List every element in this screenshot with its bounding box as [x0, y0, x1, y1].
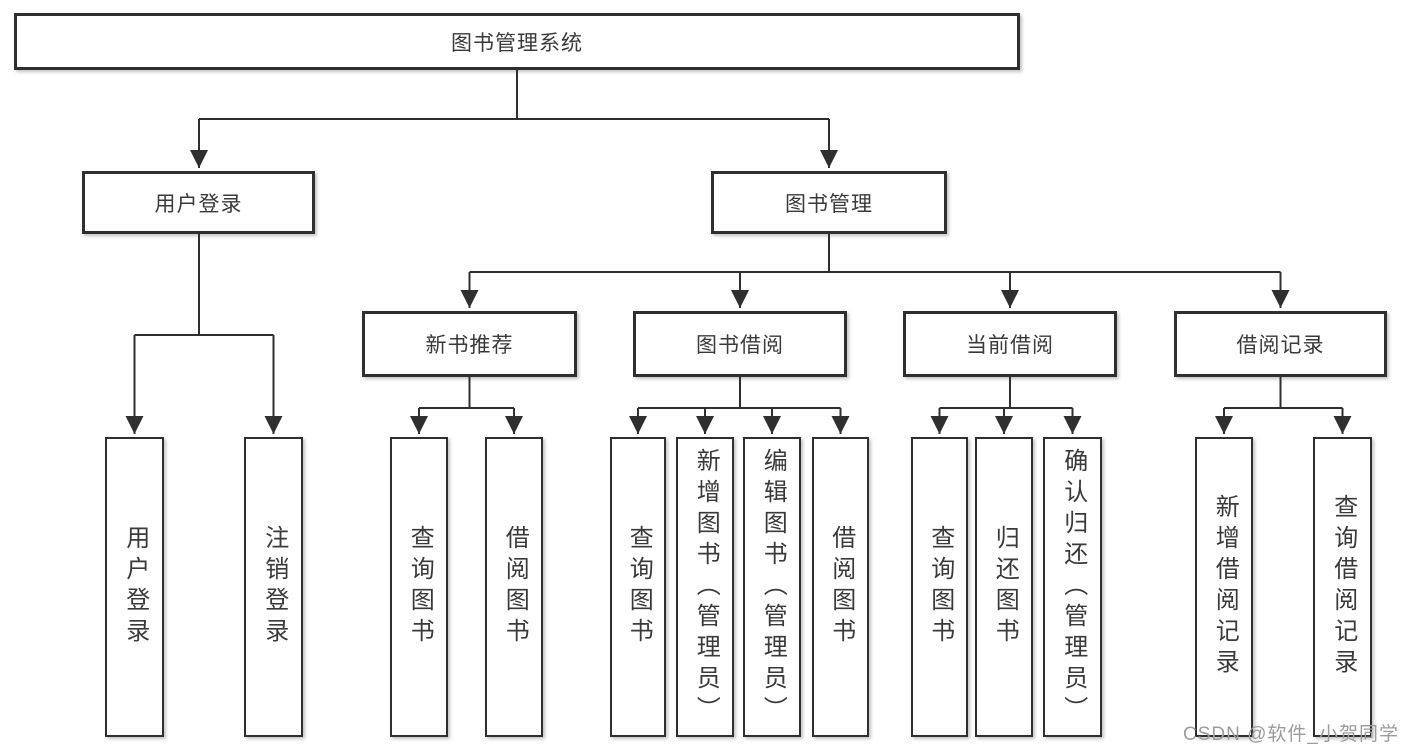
node-user-login: 用户登录 [82, 171, 315, 234]
node-leaf-rec-borrow-books-label: 借阅图书 [501, 525, 529, 649]
node-leaf-edit-books-admin: 编辑图书（管理员） [743, 437, 801, 737]
node-leaf-rec-borrow-books: 借阅图书 [485, 437, 543, 737]
node-leaf-bor-borrow-books-label: 借阅图书 [827, 525, 855, 649]
node-leaf-user-login: 用户登录 [105, 437, 164, 737]
node-leaf-cur-query-books-label: 查询图书 [926, 525, 954, 649]
node-leaf-add-books-admin: 新增图书（管理员） [676, 437, 734, 737]
edge-book-borrow-trunk [638, 377, 841, 409]
node-leaf-logout-label: 注销登录 [260, 525, 288, 649]
node-root-label: 图书管理系统 [451, 31, 583, 55]
node-book-borrowing: 图书借阅 [633, 311, 847, 377]
node-leaf-add-borrow-record-label: 新增借阅记录 [1211, 494, 1239, 680]
node-leaf-query-borrow-record-label: 查询借阅记录 [1329, 494, 1357, 680]
node-leaf-add-borrow-record: 新增借阅记录 [1195, 437, 1253, 737]
csdn-watermark: CSDN @软件_小贺同学 [1183, 724, 1399, 745]
node-book-management: 图书管理 [711, 171, 947, 234]
edge-book-mgmt-trunk [469, 234, 1281, 273]
node-leaf-return-books-label: 归还图书 [991, 525, 1019, 649]
node-leaf-bor-query-books: 查询图书 [610, 437, 666, 737]
node-borrowing-records-label: 借阅记录 [1236, 334, 1325, 357]
node-new-book-recommendation: 新书推荐 [362, 311, 577, 377]
node-current-borrowing: 当前借阅 [903, 311, 1117, 377]
node-leaf-logout: 注销登录 [244, 437, 303, 737]
edge-root-trunk [199, 70, 829, 120]
edge-borrow-records-trunk [1224, 377, 1343, 409]
node-leaf-cur-query-books: 查询图书 [911, 437, 968, 737]
node-user-login-label: 用户登录 [154, 192, 243, 216]
node-leaf-rec-query-books: 查询图书 [390, 437, 448, 737]
node-leaf-bor-borrow-books: 借阅图书 [812, 437, 869, 737]
node-leaf-user-login-label: 用户登录 [121, 525, 149, 649]
node-borrowing-records: 借阅记录 [1174, 311, 1387, 377]
node-leaf-rec-query-books-label: 查询图书 [406, 525, 434, 649]
node-leaf-add-books-admin-label: 新增图书（管理员） [692, 447, 720, 727]
edge-new-rec-trunk [419, 377, 514, 409]
node-current-borrowing-label: 当前借阅 [966, 334, 1054, 357]
node-leaf-return-books: 归还图书 [975, 437, 1033, 737]
node-leaf-query-borrow-record: 查询借阅记录 [1313, 437, 1372, 737]
node-book-borrowing-label: 图书借阅 [696, 334, 784, 357]
node-root: 图书管理系统 [14, 13, 1020, 70]
node-new-book-recommendation-label: 新书推荐 [425, 334, 514, 357]
edge-user-login-trunk [134, 234, 274, 336]
node-leaf-edit-books-admin-label: 编辑图书（管理员） [759, 447, 787, 727]
edge-current-borrow-trunk [939, 377, 1073, 409]
node-leaf-confirm-return-admin: 确认归还（管理员） [1043, 437, 1102, 737]
node-leaf-confirm-return-admin-label: 确认归还（管理员） [1059, 447, 1087, 727]
node-leaf-bor-query-books-label: 查询图书 [625, 525, 653, 649]
node-book-management-label: 图书管理 [785, 192, 873, 216]
